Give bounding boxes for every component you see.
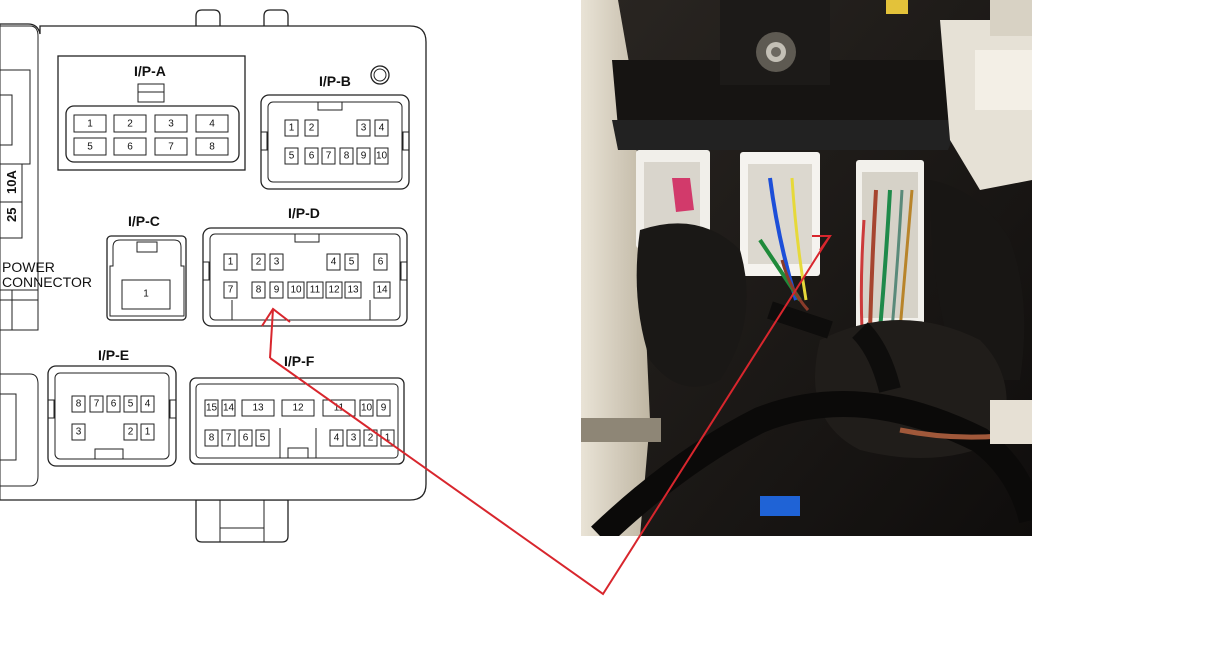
fuse-label-10a: 10A	[4, 170, 19, 194]
ip-d-pin-label: 8	[256, 285, 262, 296]
ip-f-pin-label: 13	[252, 403, 264, 414]
ip-d-title: I/P-D	[288, 205, 320, 221]
ip-f-pin-label: 7	[226, 433, 232, 444]
ip-e-pin-label: 8	[76, 399, 82, 410]
ip-b-pin-label: 10	[376, 151, 388, 162]
ip-a-pin-label: 2	[127, 119, 133, 130]
ip-a-pin	[195, 114, 229, 133]
ip-d-pin-label: 6	[378, 257, 384, 268]
ip-f-pin-label: 15	[206, 403, 218, 414]
ip-a-pin-label: 4	[209, 119, 215, 130]
ip-f-pin-label: 12	[292, 403, 304, 414]
connector-ip-f	[189, 377, 405, 465]
ip-f-pin-label: 14	[223, 403, 235, 414]
ip-f-title: I/P-F	[284, 353, 315, 369]
ip-f-pin-label: 2	[368, 433, 374, 444]
ip-a-pin-label: 5	[87, 142, 93, 153]
ip-f-pin-label: 8	[209, 433, 215, 444]
ip-a-pin	[195, 137, 229, 156]
ip-d-pin-label: 14	[376, 285, 388, 296]
ip-f-pin-label: 4	[334, 433, 340, 444]
ip-e-pin-label: 5	[128, 399, 134, 410]
ip-d-pin-label: 10	[290, 285, 302, 296]
ip-d-pin-label: 5	[349, 257, 355, 268]
ip-f-pin-label: 5	[260, 433, 266, 444]
ip-e-title: I/P-E	[98, 347, 129, 363]
ip-a-pin	[154, 137, 188, 156]
connector-ip-c	[106, 235, 187, 321]
ip-a-pin-label: 7	[168, 142, 174, 153]
ip-a-pin-label: 8	[209, 142, 215, 153]
ip-a-pin	[154, 114, 188, 133]
ip-d-pin-label: 1	[228, 257, 234, 268]
ip-a-title: I/P-A	[134, 63, 166, 79]
harness-photo	[581, 0, 1032, 536]
ip-b-pin-label: 5	[289, 151, 295, 162]
ip-e-pin-label: 1	[145, 427, 151, 438]
ip-b-title: I/P-B	[319, 73, 351, 89]
ip-c-title: I/P-C	[128, 213, 160, 229]
ip-d-pin-label: 9	[274, 285, 280, 296]
ip-d-pin-label: 11	[310, 285, 321, 296]
ip-b-pin-label: 1	[289, 123, 295, 134]
connector-ip-e	[47, 365, 177, 467]
power-label: POWER	[2, 259, 55, 275]
ip-e-pin-label: 2	[128, 427, 134, 438]
ip-f-pin-label: 1	[385, 433, 391, 444]
ip-a-pin	[113, 114, 147, 133]
ip-c-pin-label: 1	[143, 289, 149, 300]
ip-e-pin-label: 3	[76, 427, 82, 438]
ip-b-pin-label: 7	[326, 151, 332, 162]
ip-d-pin-label: 2	[256, 257, 262, 268]
ip-b-pin-label: 4	[379, 123, 385, 134]
ip-b-pin-label: 6	[309, 151, 315, 162]
ip-a-pin-label: 3	[168, 119, 174, 130]
ip-a-pin	[113, 137, 147, 156]
ip-d-pin-label: 3	[274, 257, 280, 268]
ip-f-pin-label: 6	[243, 433, 249, 444]
ip-d-pin-label: 12	[328, 285, 340, 296]
ip-f-pin-label: 10	[361, 403, 373, 414]
ip-d-pin-label: 13	[347, 285, 359, 296]
ip-f-pin-label: 9	[381, 403, 387, 414]
ip-a-pin	[73, 114, 107, 133]
ip-b-pin-label: 8	[344, 151, 350, 162]
ip-a-pin-label: 6	[127, 142, 133, 153]
ip-d-pin-label: 4	[331, 257, 337, 268]
ip-e-pin-label: 7	[94, 399, 100, 410]
connector-ip-d	[202, 227, 408, 327]
red-arrow-annotation	[261, 235, 832, 596]
connector-ip-a	[57, 55, 246, 171]
ip-e-pin-label: 6	[111, 399, 117, 410]
connector-label: CONNECTOR	[2, 274, 92, 290]
ip-b-pin-label: 9	[361, 151, 367, 162]
ip-b-pin-label: 3	[361, 123, 367, 134]
connector-ip-b	[260, 94, 410, 190]
ip-e-pin-label: 4	[145, 399, 151, 410]
ip-d-pin-label: 7	[228, 285, 234, 296]
ip-a-pin-label: 1	[87, 119, 93, 130]
ip-a-pin	[73, 137, 107, 156]
fuse-label-25: 25	[4, 208, 19, 222]
ip-f-pin-label: 3	[351, 433, 357, 444]
ip-b-pin-label: 2	[309, 123, 315, 134]
